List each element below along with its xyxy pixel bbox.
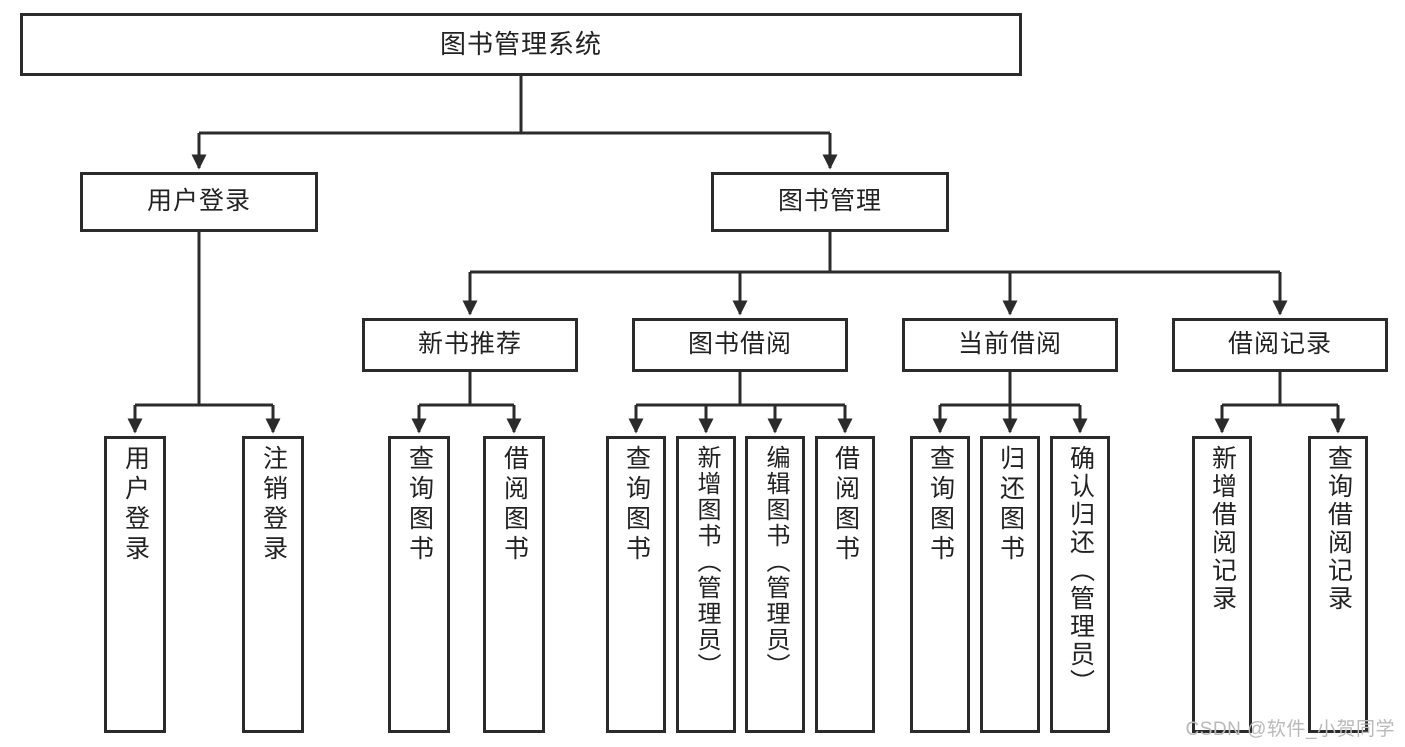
leaf-book-borrow-lend[interactable]: 借阅图书 [815,436,875,733]
leaf-book-borrow-edit-label: 编辑图书（管理员） [762,445,789,679]
node-book-management[interactable]: 图书管理 [711,172,949,232]
leaf-new-book-query-label: 查询图书 [405,445,434,565]
leaf-book-borrow-add-label: 新增图书（管理员） [693,445,720,679]
node-root-system[interactable]: 图书管理系统 [20,13,1022,76]
node-new-book-recommend[interactable]: 新书推荐 [362,318,578,372]
node-user-login[interactable]: 用户登录 [80,172,318,232]
leaf-book-borrow-lend-label: 借阅图书 [831,445,860,565]
leaf-user-login-signout-label: 注销登录 [259,445,288,565]
csdn-watermark: CSDN @软件_小贺同学 [1185,719,1395,740]
leaf-borrow-record-query[interactable]: 查询借阅记录 [1308,436,1368,733]
leaf-new-book-borrow-label: 借阅图书 [500,445,529,565]
node-user-login-label: 用户登录 [146,187,251,216]
node-book-borrow[interactable]: 图书借阅 [632,318,848,372]
leaf-current-borrow-return[interactable]: 归还图书 [980,436,1040,733]
node-root-system-label: 图书管理系统 [439,29,602,60]
leaf-current-borrow-return-label: 归还图书 [996,445,1025,565]
leaf-user-login-signin-label: 用户登录 [121,445,150,565]
leaf-current-borrow-query[interactable]: 查询图书 [910,436,970,733]
node-borrow-record-label: 借阅记录 [1227,330,1332,359]
leaf-book-borrow-edit[interactable]: 编辑图书（管理员） [745,436,805,733]
leaf-borrow-record-query-label: 查询借阅记录 [1324,445,1353,613]
node-new-book-recommend-label: 新书推荐 [417,330,522,359]
leaf-user-login-signin[interactable]: 用户登录 [104,436,166,733]
leaf-borrow-record-add[interactable]: 新增借阅记录 [1192,436,1252,733]
leaf-user-login-signout[interactable]: 注销登录 [242,436,304,733]
leaf-book-borrow-query[interactable]: 查询图书 [606,436,666,733]
leaf-book-borrow-query-label: 查询图书 [622,445,651,565]
node-borrow-record[interactable]: 借阅记录 [1172,318,1388,372]
leaf-borrow-record-add-label: 新增借阅记录 [1208,445,1237,613]
node-book-borrow-label: 图书借阅 [687,330,792,359]
node-current-borrow[interactable]: 当前借阅 [902,318,1118,372]
leaf-book-borrow-add[interactable]: 新增图书（管理员） [676,436,736,733]
leaf-current-borrow-query-label: 查询图书 [926,445,955,565]
leaf-new-book-borrow[interactable]: 借阅图书 [483,436,545,733]
leaf-current-borrow-confirm-label: 确认归还（管理员） [1066,445,1095,697]
node-book-management-label: 图书管理 [777,187,882,216]
node-current-borrow-label: 当前借阅 [957,330,1062,359]
leaf-new-book-query[interactable]: 查询图书 [388,436,450,733]
leaf-current-borrow-confirm[interactable]: 确认归还（管理员） [1050,436,1110,733]
